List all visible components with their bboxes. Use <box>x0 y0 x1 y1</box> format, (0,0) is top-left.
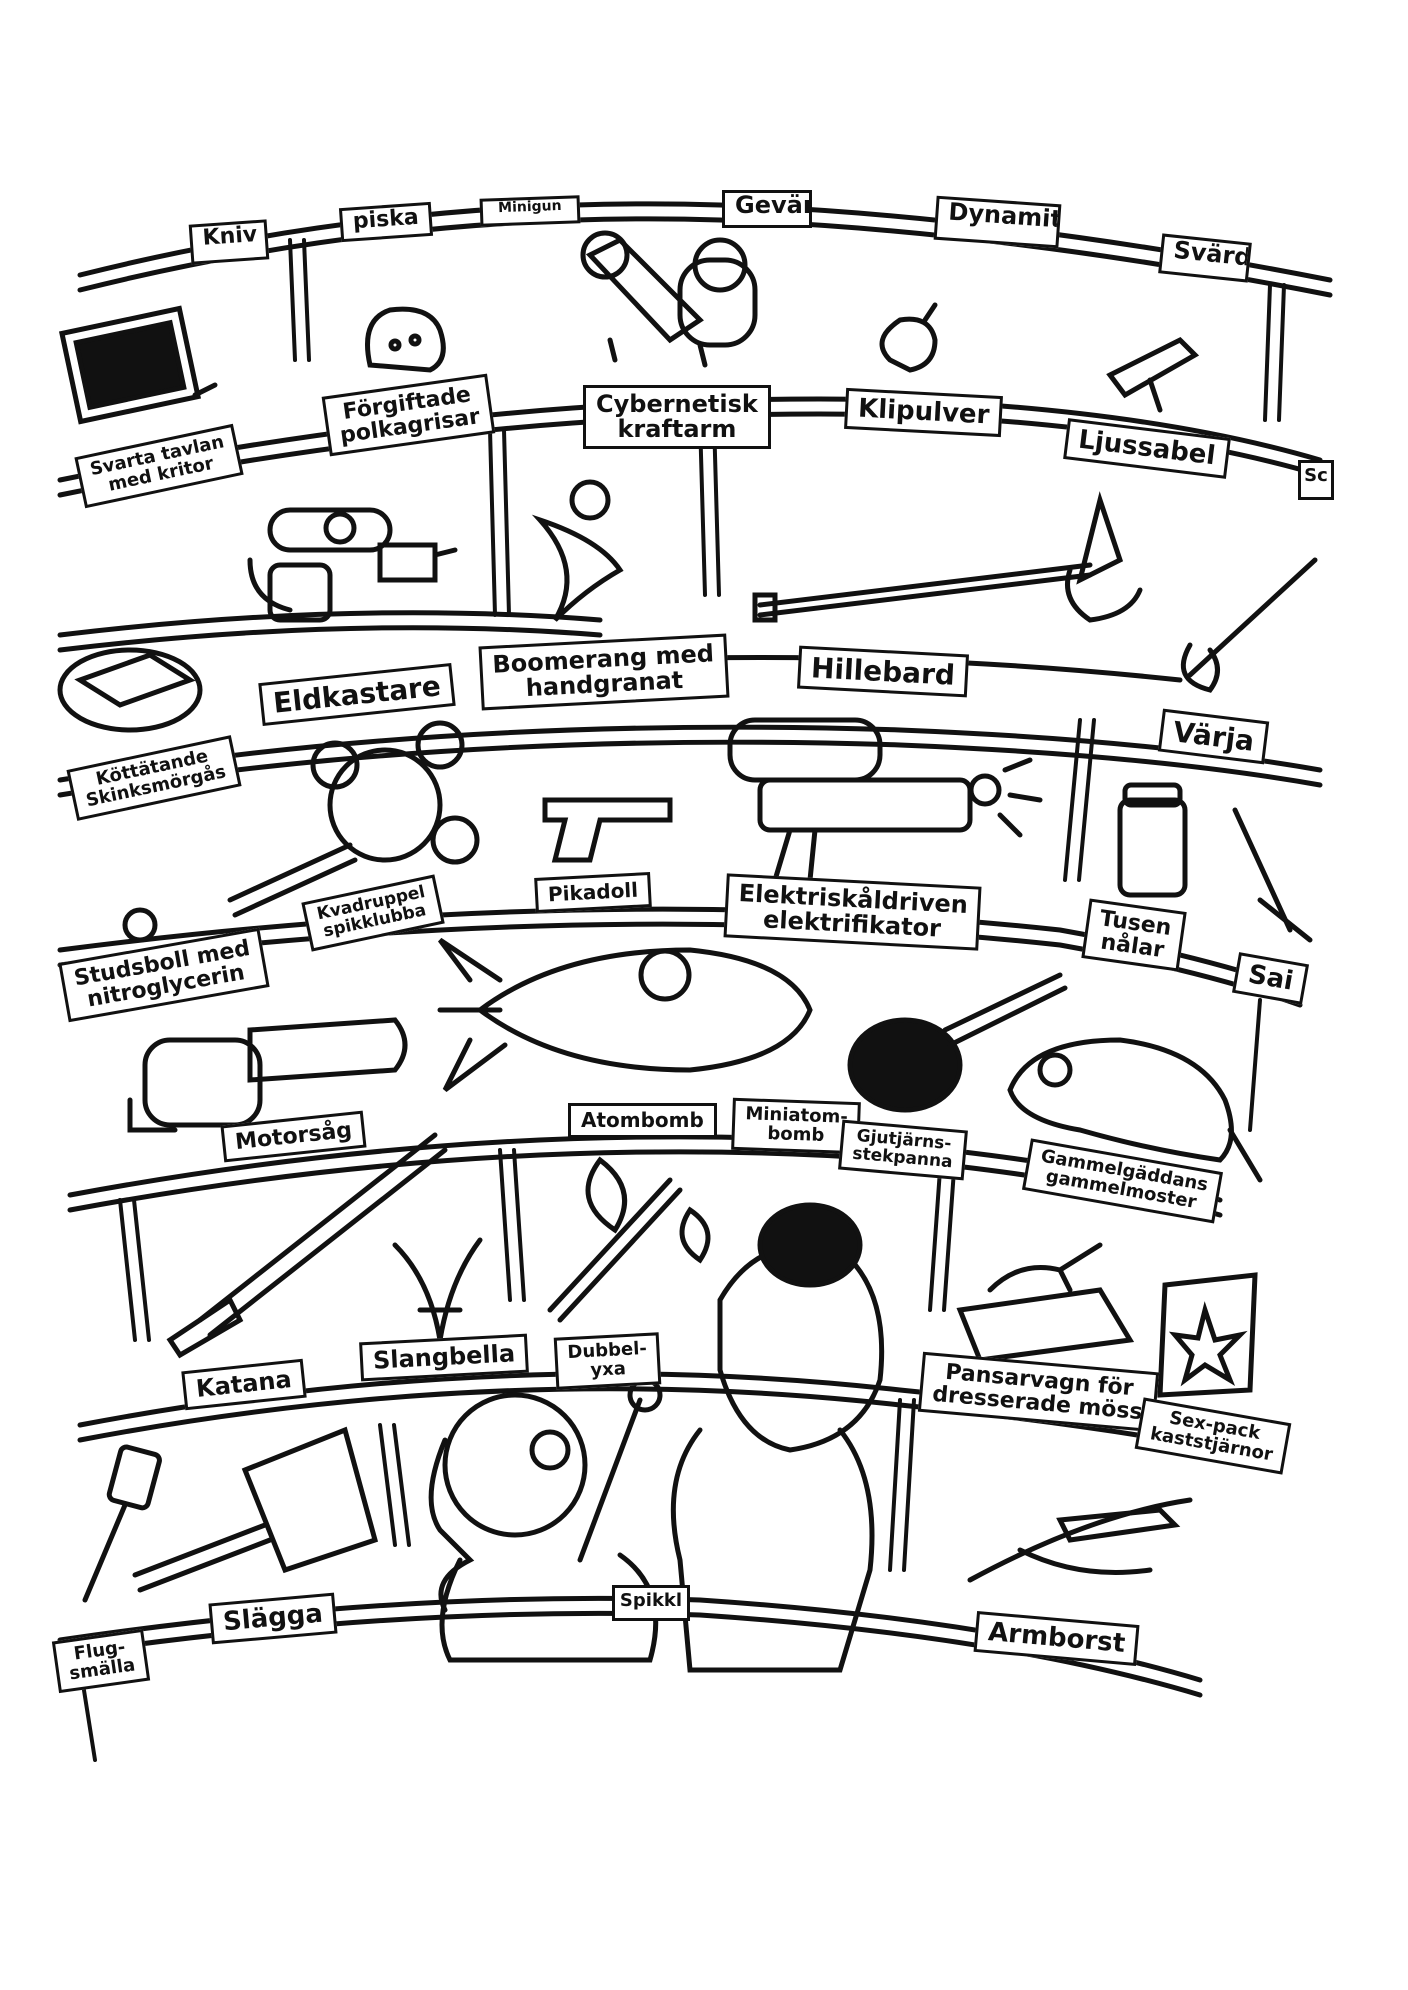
grandma-fish <box>1007 1037 1263 1183</box>
flyswatter <box>82 1444 162 1603</box>
label-sc: Sc <box>1298 460 1334 500</box>
label-klipulver: Klipulver <box>844 387 1004 438</box>
label-spikklubba: Spikkl <box>612 1585 690 1621</box>
slingshot <box>392 1237 483 1343</box>
halberd <box>752 491 1143 623</box>
label-atombomb: Atombomb <box>568 1103 717 1138</box>
railing-row-1 <box>77 201 1333 298</box>
railing-posts <box>78 238 1286 1762</box>
poisoned-candy <box>365 306 446 373</box>
label-dubbelyxa: Dubbel- yxa <box>553 1332 662 1390</box>
label-hillebard: Hillebard <box>796 645 970 698</box>
label-dynamit: Dynamit <box>933 195 1062 249</box>
ball <box>122 907 158 943</box>
frying-pan <box>847 972 1068 1113</box>
sandwich <box>57 647 203 733</box>
lightsaber-hilt <box>1106 336 1200 413</box>
quad-spiked-club <box>227 720 480 918</box>
crossbow <box>967 1497 1193 1583</box>
atom-bomb <box>437 937 813 1092</box>
visitor-child <box>428 1392 659 1663</box>
cybernetic-arm <box>580 230 758 368</box>
label-cybernetisk-kraftarm: Cybernetisk kraftarm <box>583 385 771 450</box>
powder-pouch <box>879 302 938 373</box>
label-pikadoll: Pikadoll <box>534 871 652 914</box>
sai <box>1232 807 1313 943</box>
label-kniv: Kniv <box>188 219 270 265</box>
blackboard <box>58 305 218 425</box>
throwing-stars-pack <box>1157 1272 1258 1398</box>
label-piska: piska <box>338 201 434 243</box>
label-minigun: Minigun <box>479 195 581 227</box>
double-axe <box>547 1156 711 1323</box>
tank <box>956 1242 1135 1363</box>
pikadoll-gun <box>542 797 673 863</box>
sledgehammer <box>132 1426 379 1593</box>
boomerang <box>531 479 624 622</box>
label-boomerang: Boomerang med handgranat <box>478 633 730 711</box>
chainsaw <box>127 1017 408 1133</box>
rapier <box>1180 557 1318 693</box>
katana <box>166 1132 448 1359</box>
flamethrower <box>247 507 458 623</box>
visitor-man <box>577 1202 885 1673</box>
needle-jar <box>1117 782 1188 898</box>
label-elektriskaldriven: Elektriskåldriven elektrifikator <box>723 873 982 952</box>
label-gevar: Gevär <box>722 190 812 228</box>
